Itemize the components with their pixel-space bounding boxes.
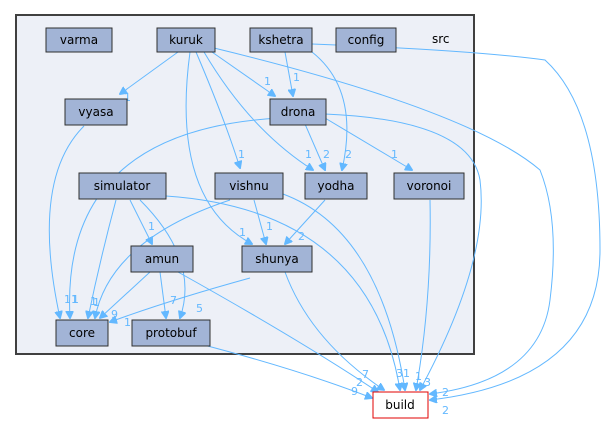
edge-label-kuruk-vyasa: 1 [124, 91, 131, 104]
edge-label-shunya-build: 7 [362, 368, 369, 381]
node-label-kshetra: kshetra [258, 33, 303, 47]
src-cluster-label: src [432, 32, 450, 46]
edge-label-drona-build: 3 [424, 376, 431, 389]
edge-label-simulator-protobuf: 5 [196, 302, 203, 315]
edge-label-amun-build: 2 [356, 376, 363, 389]
node-yodha[interactable]: yodha [304, 172, 368, 200]
node-label-build: build [385, 398, 415, 412]
edge-kuruk-drona [211, 51, 275, 96]
node-config[interactable]: config [335, 27, 397, 53]
node-label-shunya: shunya [255, 252, 299, 266]
edge-label-vishnu-shunya: 1 [266, 220, 273, 233]
node-shunya[interactable]: shunya [241, 245, 313, 273]
node-label-vishnu: vishnu [229, 179, 269, 193]
edge-kshetra-yodha [311, 51, 347, 170]
node-label-yodha: yodha [317, 179, 354, 193]
edge-label-kuruk-build: 2 [442, 386, 449, 399]
node-label-drona: drona [281, 105, 316, 119]
node-label-amun: amun [145, 252, 179, 266]
node-label-voronoi: voronoi [407, 179, 452, 193]
edge-shunya-core [110, 277, 251, 322]
node-vyasa[interactable]: vyasa [64, 98, 128, 126]
edge-label-protobuf-build: 9 [351, 385, 358, 398]
node-kshetra[interactable]: kshetra [249, 27, 313, 53]
edge-label-drona-voronoi: 1 [391, 148, 398, 161]
edge-simulator-build [165, 195, 400, 390]
edge-drona-build [324, 113, 482, 390]
edge-kuruk-shunya [185, 51, 252, 244]
node-vishnu[interactable]: vishnu [214, 172, 284, 200]
edge-label-drona-yodha: 2 [323, 148, 330, 161]
node-amun[interactable]: amun [130, 245, 194, 273]
node-varma[interactable]: varma [45, 27, 113, 53]
node-label-vyasa: vyasa [78, 105, 113, 119]
edge-yodha-shunya [285, 199, 326, 244]
edge-label-amun-core: 9 [111, 308, 118, 321]
edge-kshetra-drona [284, 51, 293, 96]
node-drona[interactable]: drona [269, 98, 327, 126]
node-simulator[interactable]: simulator [78, 172, 167, 200]
edge-protobuf-build [199, 343, 372, 398]
edge-label-simulator-core: 1 [90, 295, 97, 308]
node-voronoi[interactable]: voronoi [393, 172, 465, 200]
edge-kuruk-vyasa [120, 51, 179, 94]
edge-drona-voronoi [324, 117, 412, 170]
edge-vyasa-core [48, 125, 85, 318]
edge-label-kshetra-drona: 1 [293, 71, 300, 84]
edge-label-yodha-shunya: 2 [298, 230, 305, 243]
edge-voronoi-build [416, 199, 431, 390]
edge-label-kuruk-shunya: 1 [239, 226, 246, 239]
edge-label-kuruk-vishnu: 1 [238, 148, 245, 161]
edge-vishnu-shunya [253, 199, 266, 244]
edge-amun-core [100, 271, 151, 318]
node-label-kuruk: kuruk [169, 33, 203, 47]
node-label-varma: varma [60, 33, 98, 47]
node-label-protobuf: protobuf [145, 326, 197, 340]
edge-shunya-build [284, 271, 384, 390]
edges: 1 1 1 1 1 2 2 1 1 1 2 1 11 1 1 1 9 [48, 43, 601, 417]
edge-kuruk-vishnu [195, 51, 240, 168]
edge-simulator-amun [129, 199, 152, 244]
node-label-core: core [69, 326, 95, 340]
node-protobuf[interactable]: protobuf [131, 319, 211, 347]
node-kuruk[interactable]: kuruk [156, 27, 216, 53]
edge-amun-build [177, 271, 378, 392]
edge-label-kuruk-drona: 1 [264, 75, 271, 88]
node-label-config: config [348, 33, 385, 47]
edge-label-voronoi-build: 1 [415, 370, 422, 383]
node-label-simulator: simulator [94, 179, 151, 193]
edge-label-simulator-build: 3 [396, 367, 403, 380]
edge-kshetra-build [311, 43, 601, 400]
edge-label-vishnu-core: 1 [93, 296, 100, 309]
edge-label-shunya-core: 1 [124, 316, 131, 329]
edge-label-amun-protobuf: 7 [170, 294, 177, 307]
edge-label-kuruk-yodha: 1 [305, 148, 312, 161]
edge-label-vishnu-build: 1 [403, 367, 410, 380]
edge-label-vyasa-core: 11 [64, 293, 78, 306]
edge-label-kshetra-build: 2 [442, 404, 449, 417]
node-build[interactable]: build [372, 391, 429, 419]
edge-label-drona-core: 1 [72, 293, 79, 306]
edge-simulator-core [88, 199, 117, 318]
node-core[interactable]: core [55, 319, 109, 347]
edge-label-simulator-amun: 1 [148, 220, 155, 233]
edge-label-kshetra-yodha: 2 [345, 148, 352, 161]
edge-vishnu-build [282, 193, 405, 390]
edge-kuruk-build [213, 47, 554, 394]
edge-drona-yodha [304, 123, 325, 170]
edge-amun-protobuf [159, 271, 166, 318]
